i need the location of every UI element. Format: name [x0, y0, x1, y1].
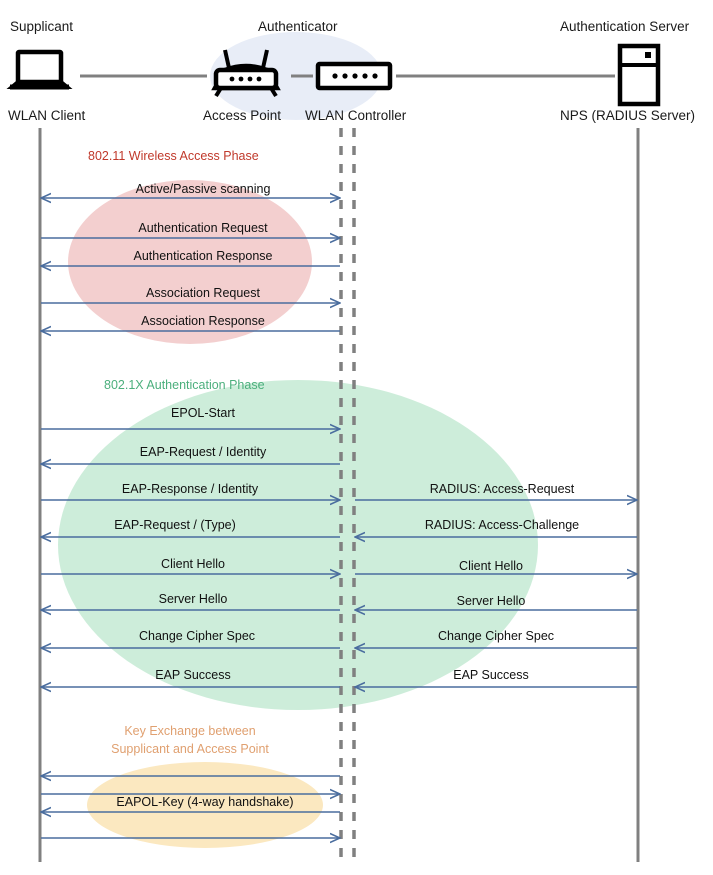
msg-label-change-cipher-spec-right: Change Cipher Spec: [437, 629, 555, 643]
laptop-icon: [6, 49, 73, 90]
msg-label-change-cipher-spec-left: Change Cipher Spec: [138, 629, 256, 643]
actor-role-authenticator: Authenticator: [258, 19, 338, 34]
msg-label-active-passive-scanning: Active/Passive scanning: [135, 182, 271, 196]
msg-label-authentication-response: Authentication Response: [133, 249, 273, 263]
msg-label-client-hello-right: Client Hello: [459, 559, 523, 573]
msg-label-radius-access-challenge: RADIUS: Access-Challenge: [424, 518, 580, 532]
msg-label-eapol-key-4way-handshake: EAPOL-Key (4-way handshake): [116, 795, 294, 809]
phase-ellipse-802-1x: [58, 380, 538, 710]
actor-role-supplicant: Supplicant: [10, 19, 74, 34]
msg-label-radius-access-request: RADIUS: Access-Request: [429, 482, 575, 496]
server-rack-icon: [617, 43, 661, 107]
msg-label-eap-success-left: EAP Success: [155, 668, 231, 682]
msg-label-server-hello-left: Server Hello: [158, 592, 228, 606]
phase-title-key-exchange-line1: Key Exchange between: [124, 724, 256, 738]
msg-label-eap-response-identity: EAP-Response / Identity: [121, 482, 259, 496]
msg-label-eap-success-right: EAP Success: [453, 668, 529, 682]
msg-label-epol-start: EPOL-Start: [171, 406, 235, 420]
phase-title-802-1x: 802.1X Authentication Phase: [104, 378, 265, 392]
phase-title-802-11: 802.11 Wireless Access Phase: [88, 149, 259, 163]
wireless-router-icon: [211, 49, 281, 98]
msg-label-client-hello-left: Client Hello: [161, 557, 225, 571]
phase-title-key-exchange-line2: Supplicant and Access Point: [111, 742, 269, 756]
msg-label-association-request: Association Request: [146, 286, 260, 300]
actor-device-wlan-client: WLAN Client: [8, 108, 86, 123]
msg-label-association-response: Association Response: [141, 314, 265, 328]
actor-device-nps-radius-server: NPS (RADIUS Server): [560, 108, 696, 123]
msg-label-eap-request-type: EAP-Request / (Type): [114, 518, 236, 532]
msg-label-eap-request-identity: EAP-Request / Identity: [139, 445, 267, 459]
msg-label-server-hello-right: Server Hello: [456, 594, 526, 608]
network-switch-icon: [315, 61, 393, 91]
actor-role-authentication-server: Authentication Server: [560, 19, 690, 34]
actor-device-access-point: Access Point: [203, 108, 282, 123]
actor-device-wlan-controller: WLAN Controller: [305, 108, 407, 123]
phase-ellipse-key-exchange: [87, 762, 323, 848]
msg-label-authentication-request: Authentication Request: [138, 221, 268, 235]
